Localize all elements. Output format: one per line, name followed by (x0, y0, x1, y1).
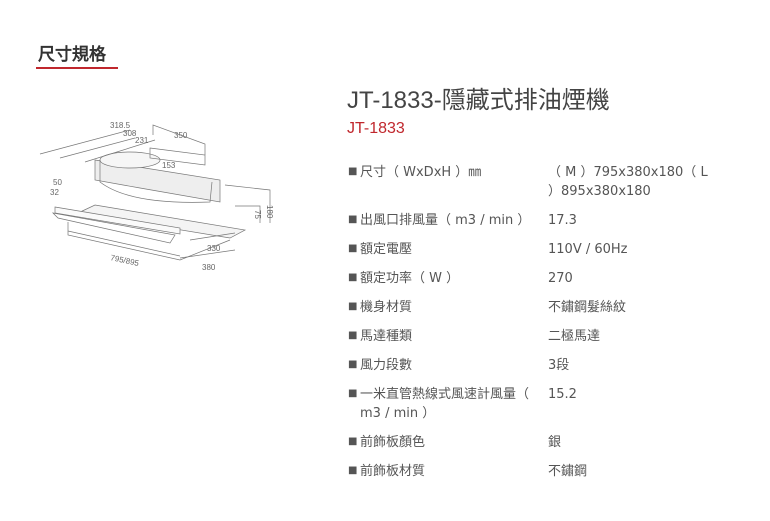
spec-label: 機身材質 (360, 300, 413, 315)
spec-label: 前飾板材質 (360, 464, 426, 479)
bullet-icon: ■ (348, 330, 358, 341)
dim-label: 153 (162, 161, 176, 170)
spec-row: ■前飾板顏色 銀 (348, 433, 748, 452)
spec-label: 前飾板顏色 (360, 435, 426, 450)
dim-label: 32 (50, 188, 59, 197)
spec-label: 出風口排風量（ m3 / min ） (360, 213, 531, 228)
bullet-icon: ■ (348, 214, 358, 225)
spec-row: ■前飾板材質 不鏽鋼 (348, 462, 748, 481)
dim-label: 350 (174, 131, 188, 140)
spec-value: 不鏽鋼髮絲紋 (548, 300, 627, 315)
spec-row: ■馬達種類 二極馬達 (348, 327, 748, 346)
dim-label: 330 (207, 244, 221, 253)
spec-row: ■額定功率（ W ） 270 (348, 269, 748, 288)
spec-value: 15.2 (548, 387, 577, 402)
bullet-icon: ■ (348, 166, 358, 177)
spec-value: （ M ）795x380x180（ L ）895x380x180 (548, 165, 708, 199)
spec-label: 額定電壓 (360, 242, 413, 257)
spec-value: 270 (548, 271, 573, 286)
spec-value: 3段 (548, 358, 570, 373)
spec-row: ■尺寸（ WxDxH ）㎜ （ M ）795x380x180（ L ）895x38… (348, 163, 748, 201)
spec-label: 風力段數 (360, 358, 413, 373)
bullet-icon: ■ (348, 465, 358, 476)
spec-label: 額定功率（ W ） (360, 271, 460, 286)
spec-label: 馬達種類 (360, 329, 413, 344)
spec-row: ■一米直管熱線式風速計風量（ m3 / min ） 15.2 (348, 385, 748, 423)
spec-label: 一米直管熱線式風速計風量（ m3 / min ） (360, 387, 530, 421)
spec-row: ■額定電壓 110V / 60Hz (348, 240, 748, 259)
bullet-icon: ■ (348, 388, 358, 399)
spec-row: ■機身材質 不鏽鋼髮絲紋 (348, 298, 748, 317)
dim-label: 318.5 (110, 121, 131, 130)
dim-label: 180 (265, 205, 274, 219)
spec-value: 二極馬達 (548, 329, 601, 344)
spec-value: 17.3 (548, 213, 577, 228)
bullet-icon: ■ (348, 272, 358, 283)
spec-row: ■風力段數 3段 (348, 356, 748, 375)
spec-list: ■尺寸（ WxDxH ）㎜（ M ）795x380x180（ L ）895x38… (348, 163, 748, 491)
dim-label: 50 (53, 178, 62, 187)
bullet-icon: ■ (348, 436, 358, 447)
spec-value: 110V / 60Hz (548, 242, 628, 257)
bullet-icon: ■ (348, 243, 358, 254)
product-model: JT-1833 (347, 120, 405, 137)
dim-label: 380 (202, 263, 216, 272)
spec-value: 不鏽鋼 (548, 464, 588, 479)
dimension-diagram: 318.5 308 231 350 153 50 32 75 180 330 3… (39, 121, 274, 272)
dim-label: 795/895 (110, 253, 141, 268)
section-underline (36, 67, 118, 69)
section-title: 尺寸規格 (38, 45, 106, 65)
spec-row: ■出風口排風量（ m3 / min ） 17.3 (348, 211, 748, 230)
dim-label: 75 (253, 210, 262, 219)
dim-label: 231 (135, 136, 149, 145)
bullet-icon: ■ (348, 301, 358, 312)
spec-label: 尺寸（ WxDxH ）㎜ (360, 165, 482, 180)
bullet-icon: ■ (348, 359, 358, 370)
spec-value: 銀 (548, 435, 562, 450)
product-title: JT-1833-隱藏式排油煙機 (347, 87, 610, 114)
dim-label: 308 (123, 129, 137, 138)
